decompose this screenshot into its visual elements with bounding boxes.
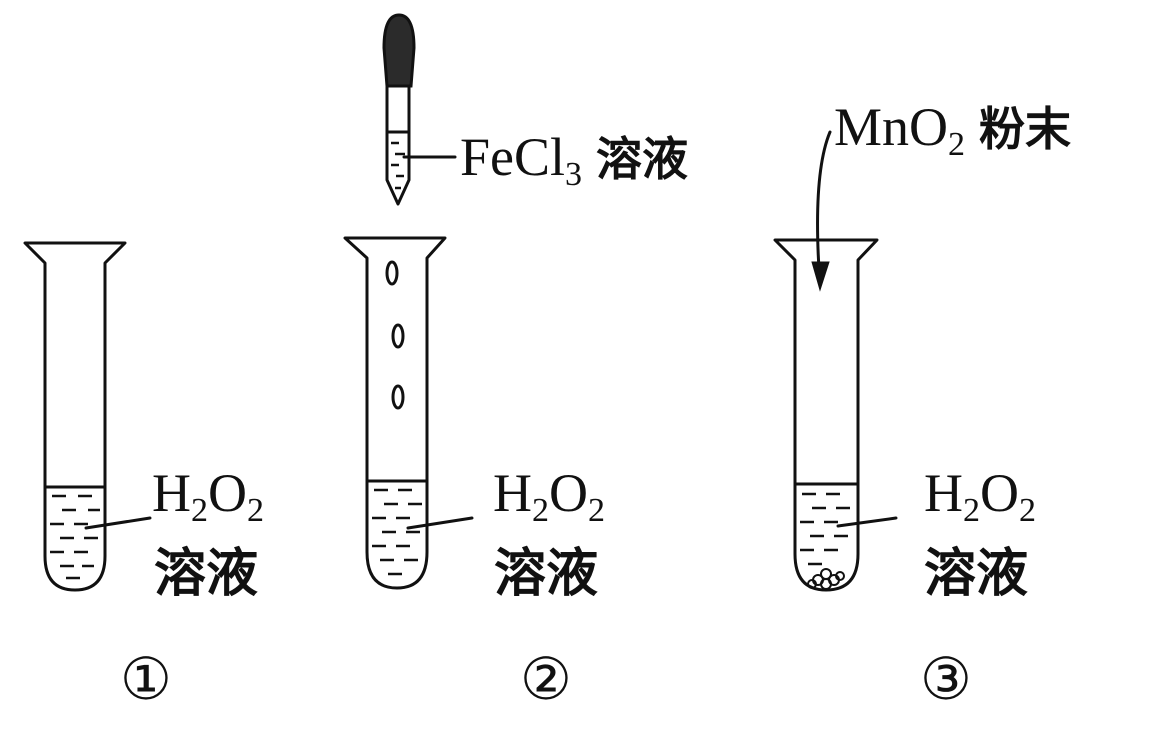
label-leader-line: [406, 516, 474, 530]
test-tube-2: [343, 236, 474, 590]
dropper-bulb: [382, 13, 416, 88]
liquid-label-formula-3: H2O2: [924, 463, 1036, 529]
dropper: [382, 13, 457, 206]
test-tube-1: [23, 241, 152, 592]
test-tube-outline: [343, 236, 447, 590]
liquid-label-formula-2: H2O2: [493, 463, 605, 529]
liquid-dashes: [50, 494, 100, 580]
tube-number-2: ②: [520, 645, 572, 713]
mno2-powder: [807, 568, 845, 590]
tube-number-1: ①: [120, 645, 172, 713]
arrow-head-icon: [811, 261, 830, 292]
drop: [385, 260, 399, 286]
drop: [391, 323, 405, 349]
test-tube-outline: [23, 241, 127, 592]
liquid-label-name-2: 溶液: [494, 544, 599, 604]
powder-arrow-line: [816, 130, 832, 287]
liquid-dashes: [800, 492, 850, 566]
label-leader-line: [84, 516, 152, 530]
liquid-label-name-3: 溶液: [924, 544, 1029, 604]
drop: [391, 384, 405, 410]
test-tube-outline: [773, 238, 879, 592]
liquid-dashes: [372, 488, 422, 576]
dropper-tube: [385, 84, 411, 206]
tube-number-3: ③: [920, 645, 972, 713]
label-leader-line: [836, 516, 898, 528]
liquid-label-name-1: 溶液: [154, 544, 259, 604]
dropper-liquid-dashes: [391, 141, 405, 190]
test-tube-3: [773, 130, 898, 592]
falling-drops: [385, 260, 405, 410]
liquid-label-formula-1: H2O2: [152, 463, 264, 529]
